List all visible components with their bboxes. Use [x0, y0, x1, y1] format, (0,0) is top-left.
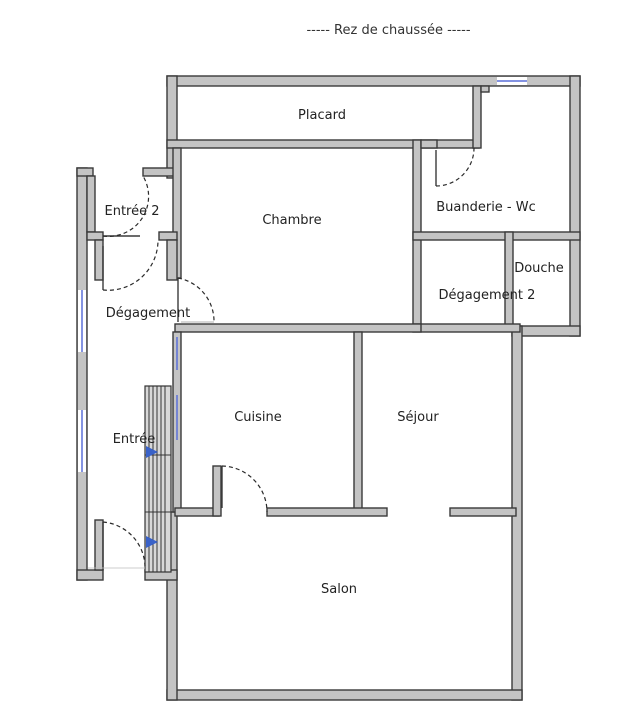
doors	[88, 147, 475, 570]
room-label-salon: Salon	[321, 582, 357, 597]
stair-arrow-icon	[146, 446, 158, 458]
room-label-degagement: Dégagement	[106, 306, 190, 321]
room-label-entree: Entrée	[113, 432, 156, 447]
room-label-cuisine: Cuisine	[234, 410, 282, 425]
room-label-douche: Douche	[514, 261, 564, 276]
room-label-sejour: Séjour	[397, 410, 439, 425]
room-label-entree-2: Entrée 2	[104, 204, 159, 219]
floor-title: ----- Rez de chaussée -----	[306, 23, 471, 38]
outer-walls	[76, 75, 581, 701]
room-label-chambre: Chambre	[262, 213, 321, 228]
stairs	[144, 385, 172, 573]
room-label-buanderie-wc: Buanderie - Wc	[436, 200, 536, 215]
stair-arrow-icon	[146, 536, 158, 548]
windows	[78, 290, 178, 472]
room-label-degagement-2: Dégagement 2	[439, 288, 536, 303]
room-label-placard: Placard	[298, 108, 346, 123]
